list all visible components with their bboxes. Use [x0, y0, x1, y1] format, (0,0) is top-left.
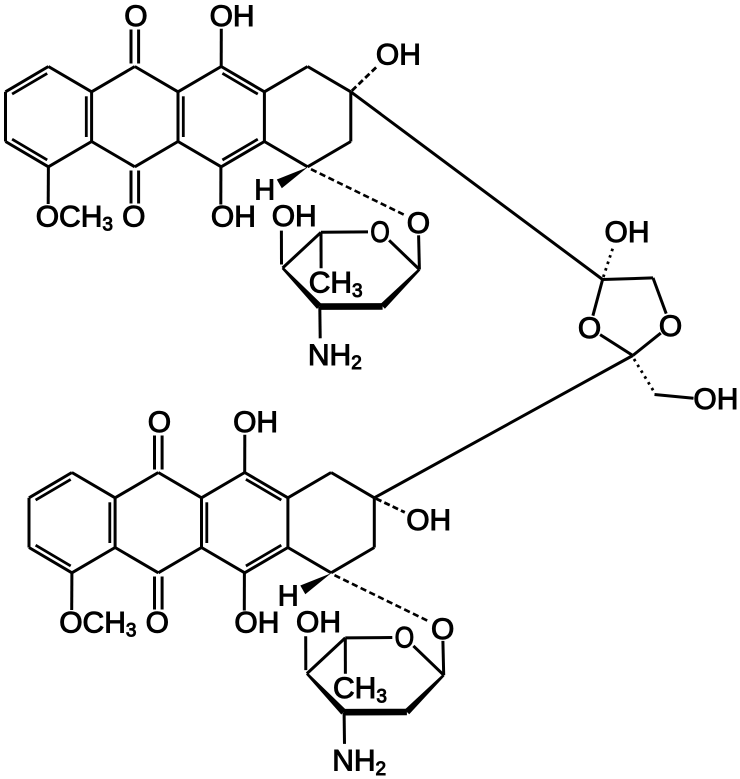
svg-text:OH: OH [406, 504, 451, 537]
svg-text:O: O [407, 207, 430, 240]
svg-text:O: O [148, 406, 171, 439]
svg-text:O: O [659, 310, 682, 343]
svg-text:OH: OH [376, 39, 421, 72]
svg-text:OH: OH [210, 0, 255, 33]
svg-text:OH: OH [693, 383, 738, 416]
svg-text:OH: OH [296, 606, 341, 639]
svg-text:OH: OH [233, 406, 278, 439]
svg-text:O: O [578, 312, 601, 345]
svg-text:O: O [431, 613, 454, 646]
svg-text:OH: OH [234, 606, 279, 639]
svg-text:O: O [124, 0, 147, 33]
svg-text:CH3: CH3 [309, 267, 363, 302]
svg-text:OH: OH [211, 200, 256, 233]
svg-text:OH: OH [605, 216, 650, 249]
svg-text:OCH3: OCH3 [36, 200, 113, 235]
svg-text:O: O [146, 607, 169, 640]
svg-text:O: O [395, 621, 415, 655]
svg-text:OCH3: OCH3 [59, 606, 136, 641]
svg-text:H: H [278, 581, 299, 613]
svg-text:O: O [122, 201, 145, 234]
svg-text:OH: OH [272, 200, 317, 233]
svg-text:O: O [370, 215, 390, 249]
svg-text:H: H [254, 175, 275, 207]
